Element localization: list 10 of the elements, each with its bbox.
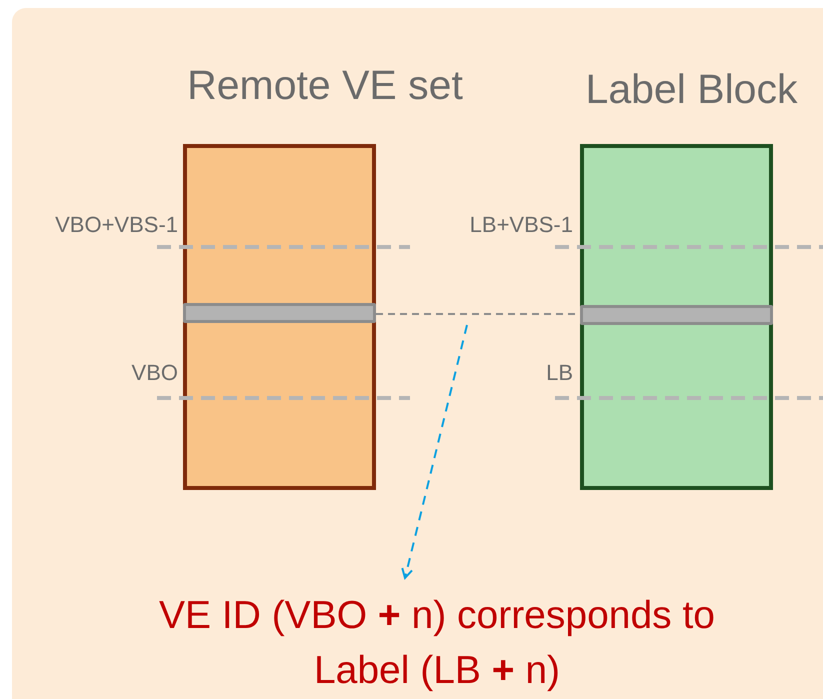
offset-label: LB+VBS-1 — [470, 212, 573, 238]
offset-label: VBO+VBS-1 — [55, 212, 178, 238]
caption-text: VE ID (VBO + n) corresponds to Label (LB + n) — [158, 593, 716, 694]
block-heading: Remote VE set — [186, 61, 464, 110]
offset-label: LB — [546, 360, 573, 386]
dashed-arrow — [401, 324, 468, 579]
selected-entry-bar — [580, 305, 773, 325]
selected-entry-bar — [183, 303, 376, 323]
block-heading: Label Block — [584, 65, 798, 114]
offset-label: VBO — [132, 360, 178, 386]
